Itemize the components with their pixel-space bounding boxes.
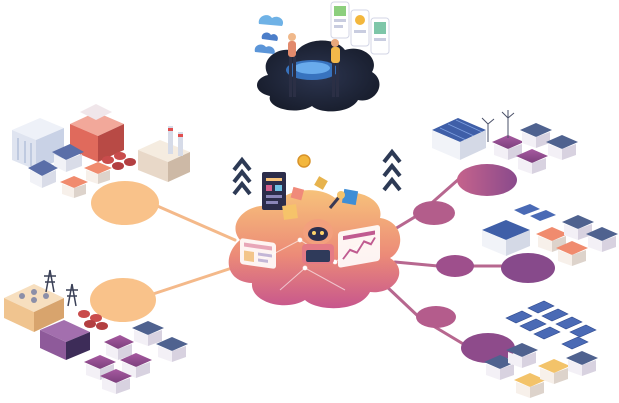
house-icon: [566, 351, 598, 376]
hub-right-panel: [338, 225, 380, 268]
node-right-top-large: [457, 164, 517, 196]
house-icon: [84, 162, 112, 184]
ai-robot-data-hub-icon: [302, 191, 345, 264]
house-icon: [586, 227, 618, 252]
chevron-up-icon: [382, 148, 402, 164]
house-icon: [556, 241, 588, 266]
uplink-chevrons-right: [382, 148, 402, 192]
chevron-up-icon: [232, 180, 252, 196]
house-icon: [28, 160, 58, 188]
smart-device-screens: [330, 1, 390, 55]
house-icon: [60, 176, 88, 198]
chevron-up-icon: [232, 168, 252, 184]
power-pylon-icon: [44, 269, 78, 307]
house-icon: [562, 215, 594, 240]
house-icon: [100, 369, 132, 394]
connector-left-bottom: [148, 266, 234, 297]
chevron-up-icon: [382, 162, 402, 178]
node-right-middle-small: [436, 255, 474, 277]
house-icon: [156, 337, 188, 362]
house-icon: [520, 123, 552, 148]
hub-dashboard-panel: [262, 172, 286, 210]
person-left-icon: [288, 33, 296, 97]
node-right-bottom-large: [461, 333, 515, 363]
house-icon: [546, 135, 578, 160]
industrial-buildings-icon: [12, 104, 190, 198]
node-right-bottom-small: [416, 306, 456, 328]
storage-tanks: [102, 152, 136, 170]
chevron-up-icon: [382, 176, 402, 192]
node-left-top: [91, 181, 159, 225]
house-icon: [52, 144, 84, 172]
nodes: [90, 164, 555, 363]
house-icon: [516, 149, 548, 174]
wind-turbine-icon: [481, 110, 515, 142]
solar-farm-houses-icon: [484, 300, 598, 398]
house-icon: [120, 353, 152, 378]
person-right-icon: [331, 39, 340, 97]
house-icon: [506, 343, 538, 368]
house-icon: [104, 335, 134, 360]
solar-panel-array: [514, 204, 556, 221]
control-center: [254, 1, 390, 112]
house-icon: [538, 359, 570, 384]
node-left-bottom: [90, 278, 156, 322]
houses-with-solar-panels-icon: [432, 110, 578, 174]
chevron-up-icon: [232, 156, 252, 172]
cloud-icon: [254, 15, 284, 54]
coin-icon: [297, 154, 311, 168]
house-icon: [132, 321, 164, 346]
uplink-chevrons-left: [232, 156, 252, 196]
houses-with-solar-panels-icon: [482, 204, 618, 266]
house-icon: [514, 373, 546, 398]
hub-left-panel: [240, 238, 276, 269]
node-right-middle-large: [501, 253, 555, 283]
floating-cubes: [282, 176, 359, 220]
central-hub: [228, 154, 401, 309]
solar-panel-array: [505, 300, 597, 350]
node-right-top-small: [413, 201, 455, 225]
factory-with-power-line-icon: [4, 269, 188, 394]
connector-left-top: [153, 203, 237, 242]
